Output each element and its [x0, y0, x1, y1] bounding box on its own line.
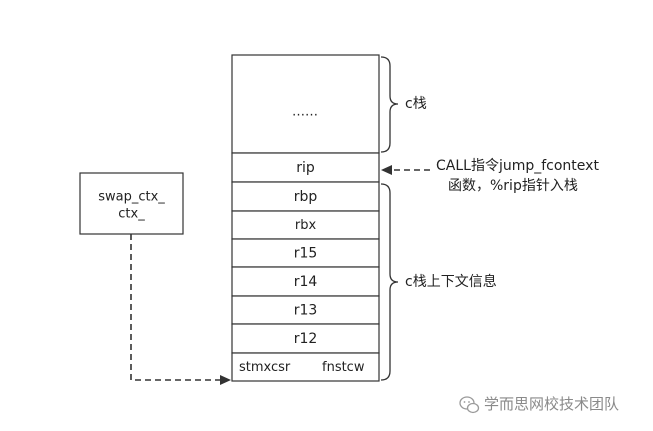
row-r12	[231, 323, 380, 354]
row-label-r15: r15	[294, 246, 318, 262]
context-brace	[380, 183, 399, 381]
swap-ctx-pointer-head	[220, 375, 231, 385]
call-note-group: CALL指令jump_fcontext 函数，%rip指针入栈	[381, 158, 599, 194]
c-stack-label: c栈	[405, 96, 427, 112]
row-label-fnstcw: fnstcw	[322, 360, 365, 375]
swap-ctx-line1: swap_ctx_	[98, 190, 165, 205]
call-note-line2: 函数，%rip指针入栈	[448, 178, 578, 194]
call-note-line1: CALL指令jump_fcontext	[436, 158, 599, 174]
row-label-rip: rip	[296, 160, 315, 176]
row-label-stmxcsr: stmxcsr	[239, 360, 291, 375]
c-stack-area: ……	[231, 54, 380, 154]
register-rows: rip rbp rbx r15 r14 r13 r12 stmxcsr fnst…	[231, 152, 380, 382]
c-stack-box	[231, 54, 380, 154]
context-label: c栈上下文信息	[405, 273, 497, 290]
c-stack-brace	[380, 56, 399, 153]
row-rip	[231, 152, 380, 183]
swap-ctx-line2: ctx_	[118, 207, 145, 222]
watermark-text: 学而思网校技术团队	[484, 395, 619, 413]
c-stack-brace-group: c栈	[380, 56, 427, 153]
swap-ctx-group: swap_ctx_ ctx_	[79, 172, 231, 385]
row-label-r13: r13	[294, 303, 318, 319]
row-rbx	[231, 210, 380, 240]
watermark: 学而思网校技术团队	[459, 395, 619, 414]
row-fpu-control	[231, 352, 380, 382]
row-label-rbx: rbx	[295, 218, 317, 233]
row-label-r14: r14	[294, 274, 318, 290]
stack-ellipsis: ……	[292, 105, 318, 120]
call-arrow-head	[381, 165, 392, 175]
row-r14	[231, 266, 380, 297]
swap-ctx-pointer-line	[130, 234, 221, 381]
row-label-r12: r12	[294, 331, 318, 347]
context-brace-group: c栈上下文信息	[380, 183, 497, 381]
swap-ctx-box	[79, 172, 184, 235]
row-label-rbp: rbp	[294, 189, 318, 205]
wechat-icon	[459, 396, 480, 414]
